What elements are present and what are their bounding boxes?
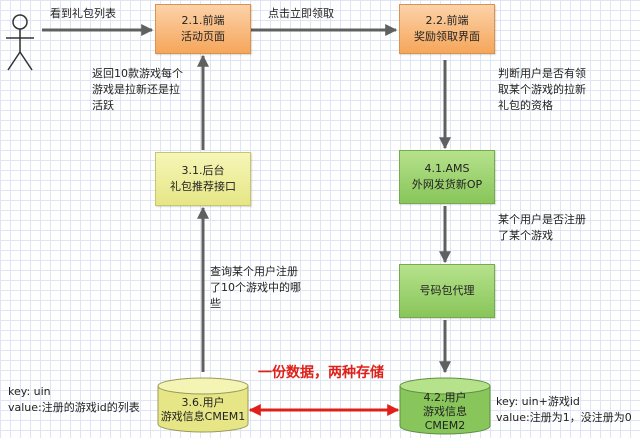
dual-storage-label: 一份数据，两种存储	[258, 365, 384, 381]
edge-label-check-registered: 某个用户是否注册 了某个游戏	[498, 213, 586, 242]
cmem2-label: 4.2.用户 游戏信息 CMEM2	[423, 391, 467, 432]
ams-node: 4.1.AMS 外网发货新OP	[399, 150, 495, 204]
activity-page-node: 2.1.前端 活动页面	[155, 4, 251, 54]
cmem2-key-note: key: uin+游戏id value:注册为1，没注册为0	[496, 395, 632, 424]
cmem2-cylinder-icon	[399, 377, 491, 435]
code-proxy-node: 号码包代理	[399, 264, 495, 318]
recommend-api-node: 3.1.后台 礼包推荐接口	[155, 152, 251, 206]
edge-label-see-gift-list: 看到礼包列表	[50, 7, 116, 20]
edge-label-return-games: 返回10款游戏每个 游戏是拉新还是拉 活跃	[92, 67, 183, 112]
cmem1-key-note: key: uin value:注册的游戏id的列表	[8, 385, 140, 414]
cmem1-cylinder-icon	[157, 377, 249, 433]
actor-icon	[6, 14, 34, 71]
edge-label-click-claim: 点击立即领取	[268, 7, 334, 20]
claim-page-node: 2.2.前端 奖励领取界面	[399, 4, 495, 54]
edge-label-query-registered: 查询某个用户注册 了10个游戏中的哪 些	[210, 265, 301, 310]
cmem1-label: 3.6.用户 游戏信息CMEM1	[160, 396, 246, 423]
edge-label-check-eligibility: 判断用户是否有领 取某个游戏的拉新 礼包的资格	[498, 67, 586, 112]
